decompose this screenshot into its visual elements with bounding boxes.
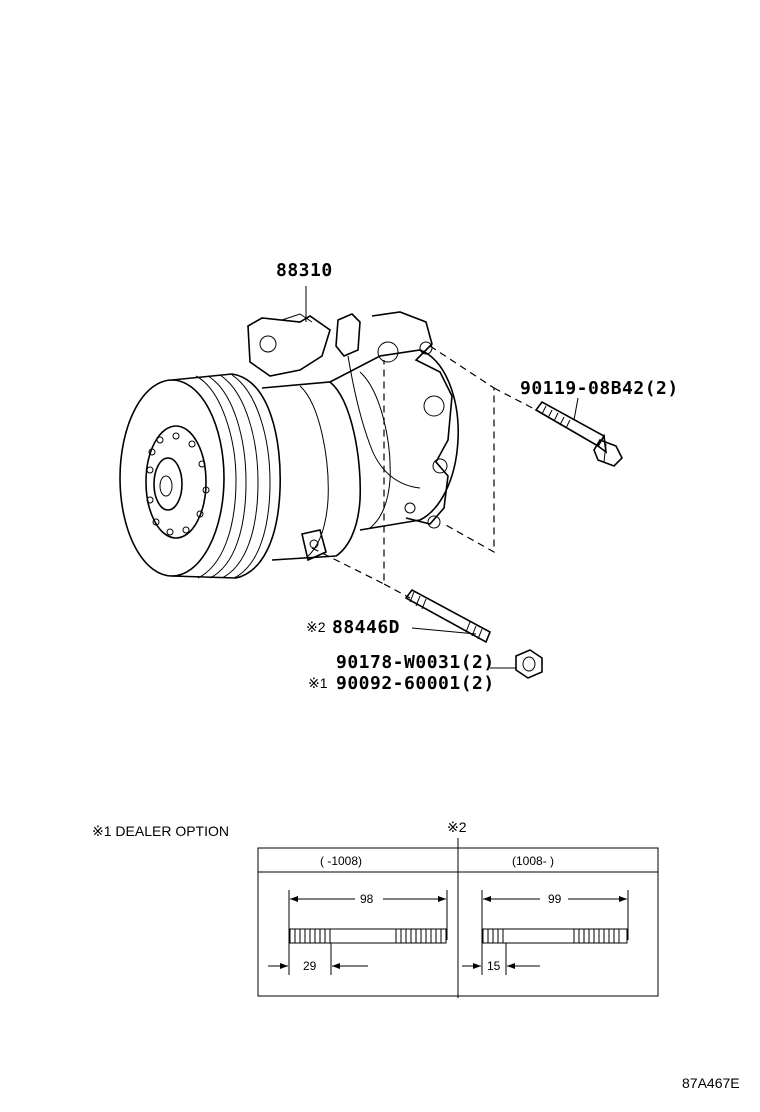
bolt-path-dashed bbox=[429, 345, 495, 554]
rear-bracket bbox=[371, 311, 453, 525]
part-number-bolt: 90119-08B42(2) bbox=[520, 378, 679, 399]
stud-mark: ※2 bbox=[306, 619, 326, 635]
pulley-face bbox=[119, 379, 225, 577]
stud-drawing-right bbox=[462, 890, 629, 975]
bolt-head bbox=[593, 439, 623, 467]
leader-lines bbox=[305, 286, 579, 669]
top-mount bbox=[247, 315, 331, 377]
table-mark: ※2 bbox=[447, 819, 467, 835]
pulley-hub bbox=[145, 425, 207, 539]
stud-spec-table: ( -1008) (1008- ) bbox=[257, 838, 659, 998]
part-number-nut-a: 90178-W0031(2) bbox=[336, 652, 495, 673]
compressor-body bbox=[261, 381, 362, 561]
stud-path-dashed bbox=[311, 360, 385, 585]
leader-stud bbox=[411, 627, 477, 635]
table-header-right: (1008- ) bbox=[512, 854, 554, 868]
dealer-option-note: ※1 DEALER OPTION bbox=[92, 823, 229, 839]
length-right: 99 bbox=[548, 892, 562, 906]
compressor-illustration bbox=[119, 311, 459, 579]
length-left: 98 bbox=[360, 892, 374, 906]
thread-left: 29 bbox=[303, 959, 317, 973]
bottom-mount bbox=[301, 529, 327, 562]
pulley-rim bbox=[171, 373, 282, 579]
figure-reference: 87A467E bbox=[682, 1075, 740, 1091]
part-number-compressor: 88310 bbox=[276, 260, 333, 281]
nut-b-mark: ※1 bbox=[308, 675, 328, 691]
rear-housing bbox=[329, 349, 459, 531]
stud-illustration bbox=[404, 588, 492, 644]
bolt-illustration bbox=[534, 400, 623, 467]
stud-drawing-left bbox=[268, 890, 448, 975]
leader-bolt bbox=[573, 397, 579, 421]
hub-holes bbox=[146, 432, 210, 536]
part-number-nut-b: 90092-60001(2) bbox=[336, 673, 495, 694]
hub-center bbox=[153, 457, 183, 511]
part-number-stud: 88446D bbox=[332, 617, 400, 638]
table-header-left: ( -1008) bbox=[320, 854, 362, 868]
thread-right: 15 bbox=[487, 959, 501, 973]
connector bbox=[335, 313, 361, 357]
nut-illustration bbox=[515, 649, 543, 679]
